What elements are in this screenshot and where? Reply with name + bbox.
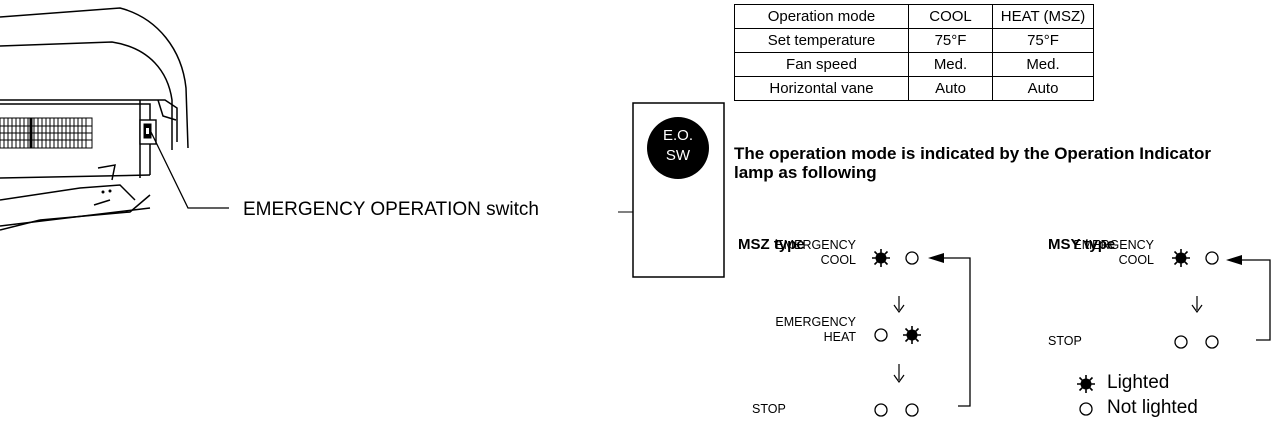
msz-down-arrow-icon: [893, 296, 905, 314]
msy-mode-stop: STOP: [1048, 334, 1082, 348]
table-cell: Fan speed: [734, 52, 909, 77]
table-header-cell: HEAT (MSZ): [992, 4, 1094, 29]
msz-cool-lamp1-lit-icon: [871, 248, 891, 268]
table-row: Fan speed Med. Med.: [734, 52, 1094, 77]
table-cell: Auto: [992, 76, 1094, 101]
switch-leader-line: [149, 129, 229, 209]
msy-down-arrow-icon: [1191, 296, 1203, 314]
mode-line: EMERGENCY: [775, 238, 856, 252]
msz-stop-lamp2-unlit-icon: [905, 403, 919, 417]
table-cell: Med.: [908, 52, 993, 77]
switch-label: EMERGENCY OPERATION switch: [243, 199, 539, 220]
msz-mode-emergency-heat: EMERGENCY HEAT: [748, 315, 856, 345]
settings-table: Operation mode COOL HEAT (MSZ) Set tempe…: [734, 4, 1094, 101]
legend-not-lighted-icon: [1079, 402, 1093, 416]
mode-line: COOL: [820, 253, 856, 267]
msy-mode-emergency-cool: EMERGENCY COOL: [1046, 238, 1154, 268]
msz-down-arrow2-icon: [893, 364, 905, 384]
msz-return-arrow-icon: [928, 253, 971, 407]
msy-cool-lamp2-unlit-icon: [1205, 251, 1219, 265]
table-cell: Horizontal vane: [734, 76, 909, 101]
msy-return-arrow-icon: [1226, 255, 1271, 341]
vent-dots-icon: [101, 189, 112, 194]
table-header-row: Operation mode COOL HEAT (MSZ): [734, 4, 1094, 29]
table-row: Set temperature 75°F 75°F: [734, 28, 1094, 53]
table-cell: 75°F: [992, 28, 1094, 53]
mode-line: COOL: [1118, 253, 1154, 267]
table-cell: 75°F: [908, 28, 993, 53]
eo-sw-pointer: [659, 159, 670, 171]
msz-mode-stop: STOP: [752, 402, 786, 416]
table-cell: Med.: [992, 52, 1094, 77]
msz-heat-lamp2-lit-icon: [902, 325, 922, 345]
eo-sw-badge-line1: E.O.: [663, 127, 693, 144]
table-header-cell: Operation mode: [734, 4, 909, 29]
msz-cool-lamp2-unlit-icon: [905, 251, 919, 265]
eo-sw-button-icon: [647, 117, 709, 179]
msy-stop-lamp1-unlit-icon: [1174, 335, 1188, 349]
eo-sw-badge-line2: SW: [666, 147, 691, 164]
table-header-cell: COOL: [908, 4, 993, 29]
msz-stop-lamp1-unlit-icon: [874, 403, 888, 417]
msz-mode-emergency-cool: EMERGENCY COOL: [748, 238, 856, 268]
legend-not-lighted-label: Not lighted: [1107, 397, 1198, 418]
table-cell: Set temperature: [734, 28, 909, 53]
msz-heat-lamp1-unlit-icon: [874, 328, 888, 342]
mode-line: EMERGENCY: [1073, 238, 1154, 252]
msy-type-title: MSY type: [1048, 236, 1116, 253]
operation-mode-note: The operation mode is indicated by the O…: [734, 144, 1212, 182]
msy-stop-lamp2-unlit-icon: [1205, 335, 1219, 349]
msz-type-title: MSZ type: [738, 236, 805, 253]
table-cell: Auto: [908, 76, 993, 101]
emergency-switch-icon: [139, 119, 157, 145]
mode-line: HEAT: [823, 330, 856, 344]
table-row: Horizontal vane Auto Auto: [734, 76, 1094, 101]
msy-cool-lamp1-lit-icon: [1171, 248, 1191, 268]
legend-lighted-label: Lighted: [1107, 372, 1170, 393]
grille-drawing: [0, 117, 93, 149]
legend-lighted-icon: [1076, 374, 1096, 394]
mode-line: EMERGENCY: [775, 315, 856, 329]
